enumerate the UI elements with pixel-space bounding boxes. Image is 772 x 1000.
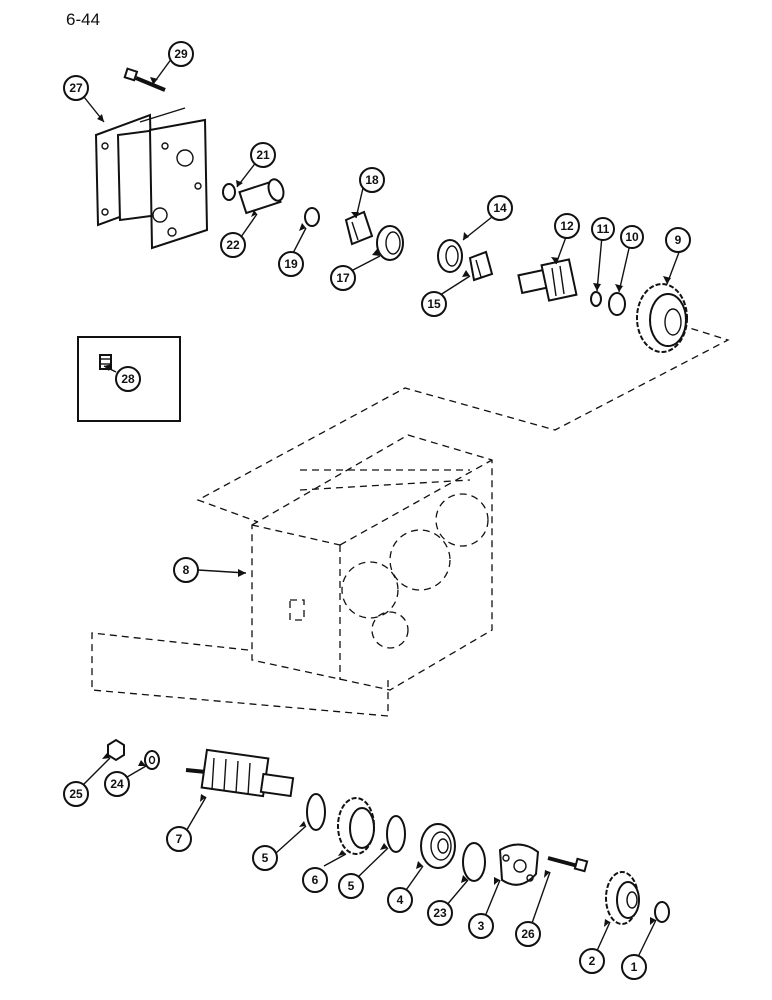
end-snap-ring bbox=[654, 901, 670, 923]
callout-10: 10 bbox=[620, 225, 644, 249]
svg-text:9: 9 bbox=[675, 233, 682, 247]
svg-text:5: 5 bbox=[262, 851, 269, 865]
svg-text:23: 23 bbox=[433, 906, 447, 920]
bearing-cup-lower bbox=[437, 239, 463, 273]
leader-arrowheads bbox=[97, 77, 671, 927]
callout-6: 6 bbox=[302, 867, 328, 893]
bushing bbox=[238, 178, 285, 215]
svg-text:17: 17 bbox=[336, 271, 350, 285]
seal-ring bbox=[462, 842, 486, 882]
cone-bearing-lower bbox=[468, 250, 494, 282]
driven-gear bbox=[636, 283, 688, 353]
splined-shaft bbox=[185, 748, 295, 798]
svg-text:8: 8 bbox=[183, 563, 190, 577]
svg-text:7: 7 bbox=[176, 832, 183, 846]
svg-text:18: 18 bbox=[365, 173, 379, 187]
housing-bolt bbox=[123, 67, 166, 92]
callout-11: 11 bbox=[591, 217, 615, 241]
callout-17: 17 bbox=[330, 265, 356, 291]
bearing-cup-upper bbox=[376, 225, 404, 261]
snap-ring-small bbox=[590, 291, 602, 307]
callout-14: 14 bbox=[487, 195, 513, 221]
svg-text:19: 19 bbox=[284, 257, 298, 271]
callout-5-right: 5 bbox=[338, 873, 364, 899]
callout-2: 2 bbox=[579, 948, 605, 974]
svg-text:14: 14 bbox=[493, 201, 507, 215]
callout-5-left: 5 bbox=[252, 845, 278, 871]
seal bbox=[304, 207, 320, 227]
svg-text:21: 21 bbox=[256, 148, 270, 162]
svg-text:2: 2 bbox=[589, 954, 596, 968]
callout-26: 26 bbox=[515, 921, 541, 947]
callout-8: 8 bbox=[173, 557, 199, 583]
retainer-plate bbox=[498, 843, 540, 886]
snap-ring bbox=[222, 183, 236, 201]
callout-21: 21 bbox=[250, 142, 276, 168]
svg-text:1: 1 bbox=[631, 960, 638, 974]
page-number: 6-44 bbox=[66, 10, 101, 29]
callout-22: 22 bbox=[220, 232, 246, 258]
callout-9: 9 bbox=[665, 227, 691, 253]
cone-bearing-upper bbox=[344, 210, 374, 246]
svg-text:4: 4 bbox=[397, 893, 404, 907]
svg-text:6: 6 bbox=[312, 873, 319, 887]
callout-3: 3 bbox=[468, 913, 494, 939]
needle-bearing bbox=[608, 292, 626, 316]
guide-line-lower bbox=[91, 632, 389, 717]
callout-4: 4 bbox=[387, 887, 413, 913]
callout-24: 24 bbox=[104, 771, 130, 797]
callout-1: 1 bbox=[621, 954, 647, 980]
retainer-bolt bbox=[547, 856, 589, 873]
drive-gear bbox=[337, 797, 375, 855]
bearing-housing bbox=[94, 107, 209, 250]
snap-ring-right bbox=[386, 815, 406, 853]
svg-text:22: 22 bbox=[226, 238, 240, 252]
svg-text:24: 24 bbox=[110, 777, 124, 791]
callout-23: 23 bbox=[427, 900, 453, 926]
callout-12: 12 bbox=[554, 213, 580, 239]
callout-25: 25 bbox=[63, 781, 89, 807]
svg-text:5: 5 bbox=[348, 879, 355, 893]
callout-19: 19 bbox=[278, 251, 304, 277]
output-gear bbox=[605, 871, 640, 925]
callout-29: 29 bbox=[168, 41, 194, 67]
svg-text:27: 27 bbox=[69, 81, 83, 95]
svg-text:12: 12 bbox=[560, 219, 574, 233]
svg-text:26: 26 bbox=[521, 927, 535, 941]
svg-text:25: 25 bbox=[69, 787, 83, 801]
svg-text:10: 10 bbox=[625, 230, 639, 244]
ball-bearing bbox=[420, 823, 456, 869]
callout-27: 27 bbox=[63, 75, 89, 101]
washer bbox=[144, 750, 160, 770]
svg-text:28: 28 bbox=[121, 372, 135, 386]
svg-text:15: 15 bbox=[427, 297, 441, 311]
nut bbox=[107, 738, 125, 762]
callout-28: 28 bbox=[115, 366, 141, 392]
callout-15: 15 bbox=[421, 291, 447, 317]
callout-7: 7 bbox=[166, 826, 192, 852]
svg-text:3: 3 bbox=[478, 919, 485, 933]
transmission-housing bbox=[251, 434, 493, 691]
callout-18: 18 bbox=[359, 167, 385, 193]
svg-text:29: 29 bbox=[174, 47, 188, 61]
pto-gear-shaft bbox=[517, 258, 578, 302]
svg-text:11: 11 bbox=[597, 222, 610, 236]
snap-ring-left bbox=[306, 793, 326, 831]
guide-line-upper bbox=[196, 324, 730, 523]
